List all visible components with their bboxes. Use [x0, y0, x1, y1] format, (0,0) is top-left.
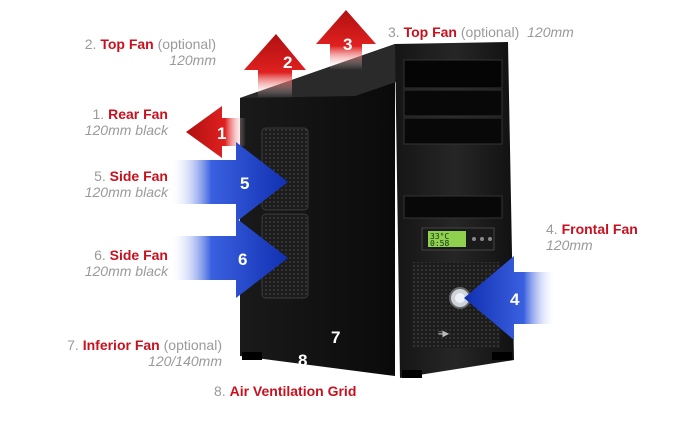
brand-logo: ≡▶ [438, 329, 450, 338]
lcd-button[interactable] [472, 237, 476, 241]
airflow-arrow-2 [244, 34, 306, 98]
label-rear-fan: 1. Rear Fan 120mm black [85, 106, 168, 138]
label-optional: (optional) [163, 337, 222, 353]
label-spec: 120/140mm [148, 353, 222, 369]
label-number: 1. [92, 106, 105, 122]
label-top-fan-right: 3. Top Fan (optional) 120mm [388, 24, 574, 40]
label-side-fan-lower: 6. Side Fan 120mm black [85, 247, 168, 279]
label-title: Air Ventilation Grid [229, 383, 357, 399]
airflow-arrow-3 [316, 10, 376, 70]
lcd-button[interactable] [480, 237, 484, 241]
case-foot [402, 370, 422, 378]
marker-1: 1 [217, 124, 226, 143]
lcd-line-1: 33°C [430, 232, 449, 241]
label-title: Top Fan [100, 36, 154, 52]
label-title: Frontal Fan [561, 221, 638, 237]
label-number: 3. [388, 24, 400, 40]
marker-3: 3 [343, 35, 352, 54]
lcd-line-2: 0:58 [430, 239, 449, 248]
label-top-fan-left: 2. Top Fan (optional) 120mm [85, 36, 216, 68]
label-air-ventilation-grid: 8. Air Ventilation Grid [214, 383, 356, 399]
label-title: Inferior Fan [82, 337, 160, 353]
airflow-arrow-1 [186, 106, 246, 158]
label-number: 5. [94, 168, 106, 184]
label-optional: (optional) [157, 36, 216, 52]
label-title: Side Fan [109, 168, 168, 184]
drive-bay-4 [403, 195, 503, 219]
label-title: Side Fan [109, 247, 168, 263]
airflow-arrow-5 [170, 142, 288, 222]
airflow-arrow-4 [464, 256, 556, 340]
label-spec: 120mm [169, 52, 216, 68]
marker-7: 7 [331, 328, 340, 347]
marker-2: 2 [283, 53, 292, 72]
drive-bay-1 [403, 59, 503, 89]
label-spec: 120mm black [84, 122, 168, 138]
label-number: 8. [214, 383, 226, 399]
label-optional: (optional) [460, 24, 520, 40]
drive-bay-2 [403, 89, 503, 117]
case-foot [492, 352, 512, 360]
marker-5: 5 [240, 174, 249, 193]
marker-6: 6 [238, 250, 247, 269]
label-spec: 120mm black [84, 263, 168, 279]
label-number: 7. [67, 337, 79, 353]
lcd-button[interactable] [488, 237, 492, 241]
marker-4: 4 [510, 290, 520, 309]
drive-bay-3 [403, 117, 503, 145]
label-number: 4. [546, 221, 558, 237]
label-title: Rear Fan [108, 106, 168, 122]
label-title: Top Fan [403, 24, 457, 40]
label-inferior-fan: 7. Inferior Fan (optional) 120/140mm [67, 337, 222, 369]
label-number: 2. [84, 36, 97, 52]
case-foot [242, 352, 262, 360]
label-spec: 120mm black [84, 184, 168, 200]
marker-8: 8 [298, 351, 307, 370]
label-side-fan-upper: 5. Side Fan 120mm black [85, 168, 168, 200]
label-number: 6. [94, 247, 106, 263]
label-spec: 120mm [546, 237, 593, 253]
label-spec: 120mm [527, 24, 574, 40]
airflow-arrow-6 [170, 218, 288, 298]
label-frontal-fan: 4. Frontal Fan 120mm [546, 221, 638, 253]
